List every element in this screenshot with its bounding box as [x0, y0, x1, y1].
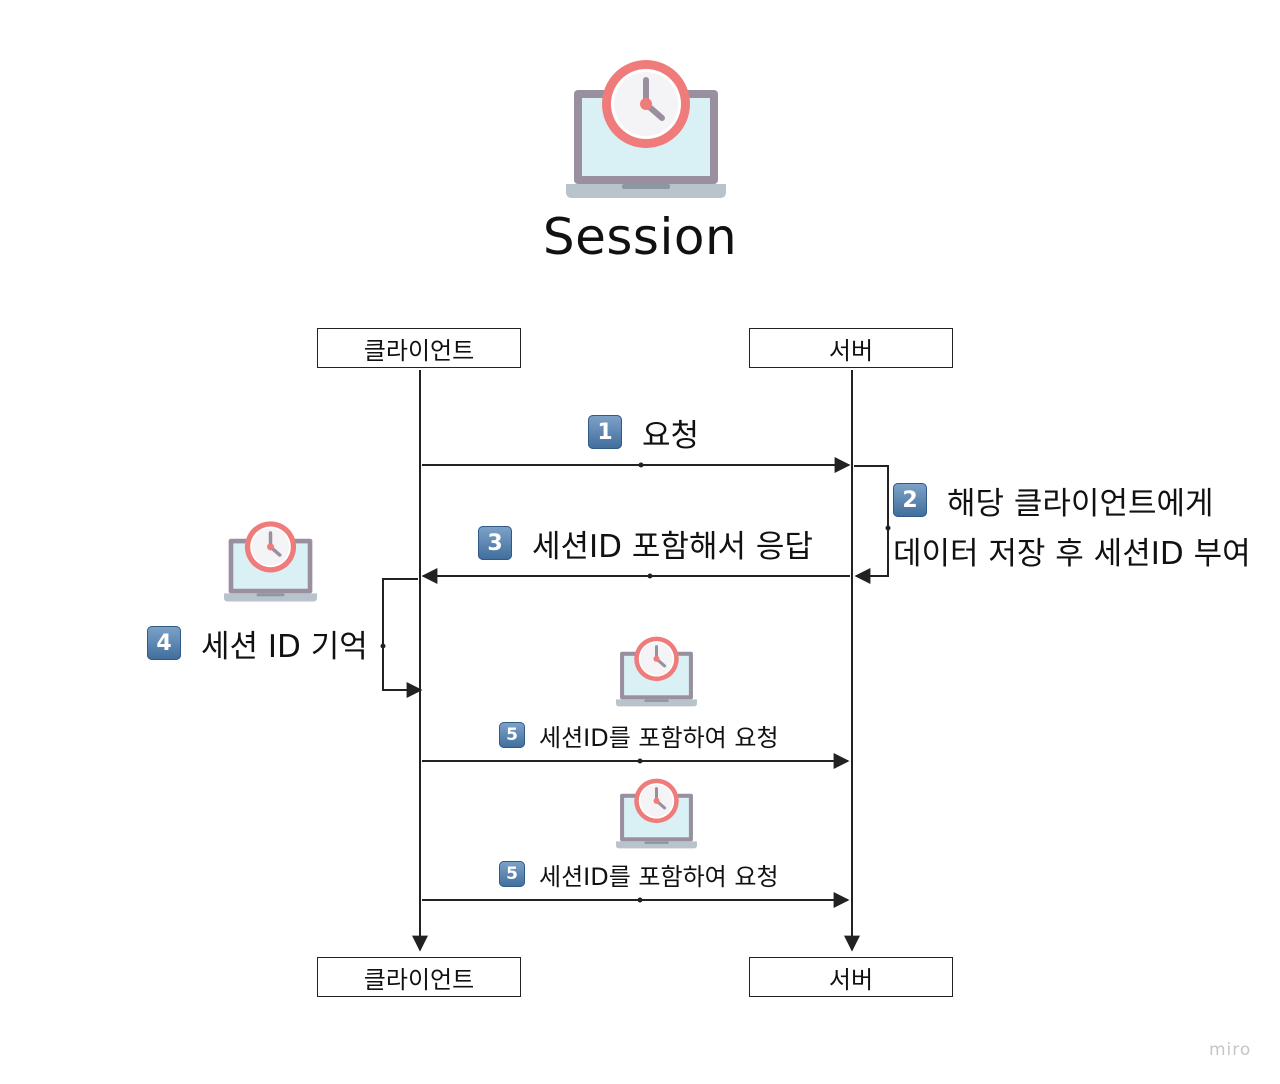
client-laptop-clock-icon — [224, 520, 317, 604]
client-self-loop — [382, 578, 423, 698]
step-5a-badge: 5 — [499, 722, 525, 748]
step-5a-label: 5 세션ID를 포함하여 요청 — [499, 719, 779, 752]
server-self-loop — [854, 465, 889, 584]
step-2-label-line2: 데이터 저장 후 세션ID 부여 — [893, 530, 1251, 572]
request-laptop-clock-icon-1 — [616, 636, 697, 708]
server-box-top: 서버 — [749, 328, 953, 368]
page-title: Session — [542, 208, 738, 266]
server-box-bottom: 서버 — [749, 957, 953, 997]
step-3-label: 3 세션ID 포함해서 응답 — [478, 522, 813, 565]
step-5b-label: 5 세션ID를 포함하여 요청 — [499, 858, 779, 891]
step-4-text: 세션 ID 기억 — [201, 628, 368, 665]
client-box-bottom: 클라이언트 — [317, 957, 521, 997]
step-5b-text: 세션ID를 포함하여 요청 — [539, 862, 779, 891]
miro-watermark: miro — [1209, 1040, 1252, 1060]
step-5a-text: 세션ID를 포함하여 요청 — [539, 723, 779, 752]
step-3-text: 세션ID 포함해서 응답 — [532, 528, 813, 565]
step-1-text: 요청 — [642, 417, 700, 454]
client-box-top: 클라이언트 — [317, 328, 521, 368]
step-2-badge: 2 — [893, 483, 927, 517]
step-4-badge: 4 — [147, 626, 181, 660]
step-5b-badge: 5 — [499, 861, 525, 887]
step-2-text-line1: 해당 클라이언트에게 — [947, 485, 1214, 522]
step-3-badge: 3 — [478, 526, 512, 560]
step-1-badge: 1 — [588, 415, 622, 449]
step-4-label: 4 세션 ID 기억 — [147, 622, 368, 665]
step-1-label: 1 요청 — [588, 412, 700, 454]
step-2-text-line2: 데이터 저장 후 세션ID 부여 — [893, 535, 1251, 572]
step-2-label: 2 해당 클라이언트에게 — [893, 480, 1214, 522]
request-laptop-clock-icon-2 — [616, 778, 697, 850]
